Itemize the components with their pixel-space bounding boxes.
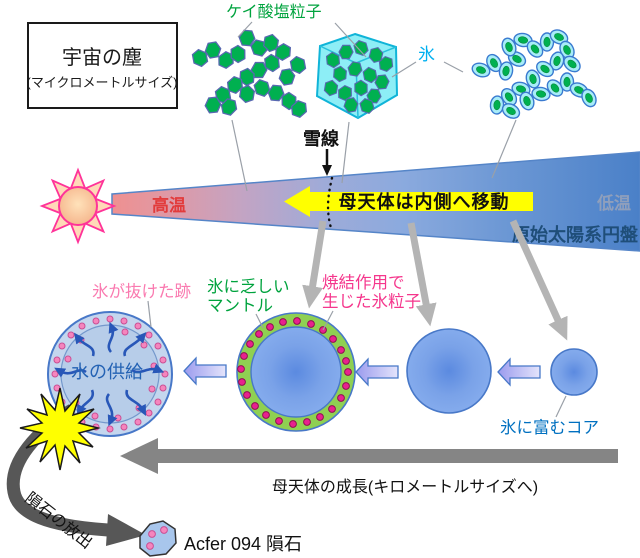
cold-label: 低温 <box>596 193 631 213</box>
icy-grains-cluster-icon <box>471 29 597 119</box>
sintered-ice-label-line2: 生じた氷粒子 <box>322 292 421 311</box>
ice-rich-core-body <box>550 348 598 396</box>
snow-line-dotted-curve <box>326 176 334 230</box>
ice-cube-icon <box>315 32 399 120</box>
connector-ice-to-cube <box>391 61 417 78</box>
ice-escape-label: 氷が抜けた跡 <box>92 282 192 301</box>
connector-core-label <box>555 395 567 418</box>
meteorite-icon <box>139 520 177 557</box>
ice-poor-mantle-label-line2: マントル <box>207 297 273 315</box>
connector-icygrains-to-disk <box>491 119 517 179</box>
porous-body: 水の供給 <box>47 311 173 437</box>
connector-silicate-to-cluster <box>237 21 253 38</box>
silicate-particles-label: ケイ酸塩粒子 <box>226 3 322 21</box>
cosmic-dust-box: 宇宙の塵 (マイクロメートルサイズ) <box>26 22 178 109</box>
sintered-ice-dots <box>237 317 352 428</box>
sun-icon <box>39 167 117 245</box>
transport-arrow-to-mantle-body <box>302 220 327 309</box>
stage-arrow-middle-to-mantle <box>355 357 399 387</box>
migration-label: 母天体は内側へ移動 <box>339 191 510 212</box>
stage-arrow-core-to-middle <box>497 357 541 387</box>
transport-arrow-to-middle-body <box>407 222 437 327</box>
meteorite-label: Acfer 094 隕石 <box>184 534 302 554</box>
snow-line-pointer-arrow <box>322 149 332 176</box>
impact-burst-icon <box>19 387 101 471</box>
stage-arrows <box>183 356 541 387</box>
migration-arrow <box>284 186 533 217</box>
transport-arrow-to-core <box>509 219 568 341</box>
ice-poor-mantle-label-line1: 氷に乏しい <box>207 277 290 296</box>
stage-arrow-mantle-to-porous <box>183 356 227 386</box>
ice-label: 氷 <box>418 45 435 64</box>
growth-arrow <box>120 438 618 474</box>
cosmic-dust-title: 宇宙の塵 <box>62 46 142 69</box>
water-supply-label: 水の供給 <box>71 362 143 382</box>
silicate-cluster-icon <box>190 26 310 120</box>
snow-line-label: 雪線 <box>303 128 339 149</box>
disk-name-label: 原始太陽系円盤 <box>512 224 639 245</box>
connector-escape-label <box>147 300 152 328</box>
grown-body <box>406 328 492 414</box>
connector-ice-to-cluster <box>443 61 464 73</box>
connector-sintered-label <box>322 310 334 331</box>
water-outflow-arrows <box>54 321 165 427</box>
hot-label: 高温 <box>152 195 186 215</box>
mantle-body <box>236 312 356 432</box>
connector-cube-to-disk <box>341 121 350 184</box>
cosmic-dust-subtitle: (マイクロメートルサイズ) <box>26 75 177 90</box>
connector-mantle-label <box>255 313 264 329</box>
sintered-ice-label-line1: 焼結作用で <box>322 273 405 292</box>
connector-cluster-to-disk <box>231 119 248 192</box>
connector-silicate-to-cube <box>334 22 367 58</box>
growth-label: 母天体の成長(キロメートルサイズへ) <box>272 478 538 496</box>
ice-rich-core-label: 氷に富むコア <box>500 418 599 437</box>
